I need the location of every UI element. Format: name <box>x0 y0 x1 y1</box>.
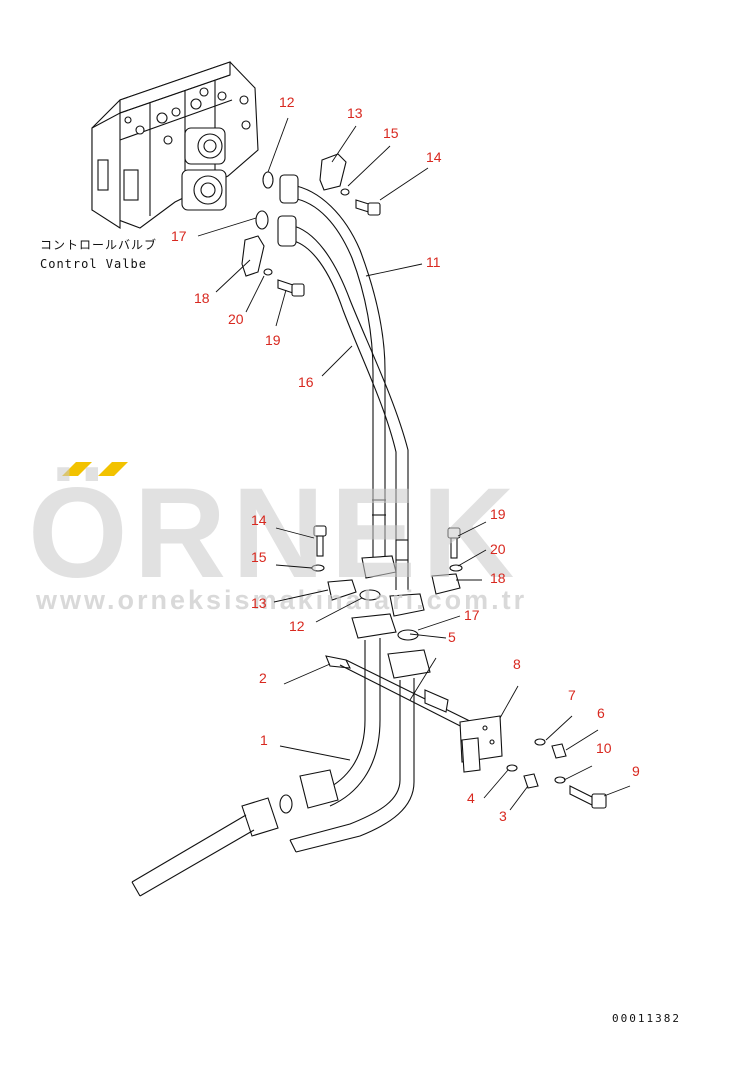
watermark-accent-right <box>98 462 128 476</box>
split-flange-18-lower <box>431 573 461 595</box>
control-valve-label-en: Control Valbe <box>40 257 147 271</box>
bolt-19-top <box>277 279 305 297</box>
leader-lines <box>197 117 631 811</box>
valve-flange-lower <box>181 169 227 211</box>
bolt-14-lower <box>313 525 327 557</box>
washer-4 <box>506 764 518 772</box>
callout-11: 11 <box>426 254 441 270</box>
callout-1: 1 <box>260 732 268 748</box>
callout-20-top: 20 <box>228 311 244 327</box>
split-flange-13-top <box>319 153 347 191</box>
tube-to-pump <box>131 794 293 897</box>
watermark: ÖRNEK www.orneksismakinalari.com.tr <box>28 462 527 615</box>
bolt-14-top <box>355 199 381 216</box>
watermark-url: www.orneksismakinalari.com.tr <box>35 585 527 615</box>
washer-10 <box>554 776 566 784</box>
hose-end-11-bottom <box>361 555 397 579</box>
tube-1 <box>299 613 397 809</box>
callout-15-top: 15 <box>383 125 399 141</box>
callout-17-top: 17 <box>171 228 187 244</box>
drawing-code: 00011382 <box>612 1012 681 1025</box>
callout-13-lower: 13 <box>251 595 267 611</box>
callout-16: 16 <box>298 374 314 390</box>
callout-12-lower: 12 <box>289 618 305 634</box>
callout-19-lower: 19 <box>490 506 506 522</box>
callout-18-top: 18 <box>194 290 210 306</box>
hose-end-16-bottom <box>389 593 425 617</box>
watermark-brand: ÖRNEK <box>28 462 520 605</box>
callout-8: 8 <box>513 656 521 672</box>
hose-11 <box>279 174 386 560</box>
callout-10: 10 <box>596 740 612 756</box>
callout-9: 9 <box>632 763 640 779</box>
clamp-bolt-2 <box>325 655 485 737</box>
washer-20-lower <box>449 564 463 572</box>
split-flange-18-top <box>241 235 265 277</box>
bracket-8 <box>459 715 503 773</box>
clamp-2 <box>424 689 449 713</box>
o-ring-17-top <box>255 210 269 230</box>
callout-6: 6 <box>597 705 605 721</box>
callout-13-top: 13 <box>347 105 363 121</box>
washer-20-top <box>263 268 273 276</box>
callout-15-lower: 15 <box>251 549 267 565</box>
washer-15-top <box>340 188 350 196</box>
callout-18-lower: 18 <box>490 570 506 586</box>
control-valve <box>91 61 259 230</box>
callout-5: 5 <box>448 629 456 645</box>
tube-5-cut-end <box>289 839 297 853</box>
nut-3 <box>523 773 539 789</box>
hose-16 <box>277 215 409 590</box>
callouts: 12 13 15 14 17 11 18 20 19 16 14 19 20 1… <box>171 94 640 824</box>
callout-14-lower: 14 <box>251 512 267 528</box>
callout-2: 2 <box>259 670 267 686</box>
control-valve-label-jp: コントロールバルブ <box>40 237 157 252</box>
callout-17-lower: 17 <box>464 607 480 623</box>
callout-12-top: 12 <box>279 94 295 110</box>
split-flange-13-lower <box>327 579 357 601</box>
callout-7: 7 <box>568 687 576 703</box>
o-ring-12-lower <box>359 589 381 601</box>
o-ring-12-top <box>262 171 274 189</box>
callout-3: 3 <box>499 808 507 824</box>
callout-14-top: 14 <box>426 149 442 165</box>
washer-7 <box>534 738 546 746</box>
callout-19-top: 19 <box>265 332 281 348</box>
callout-4: 4 <box>467 790 475 806</box>
bolt-9 <box>569 785 607 809</box>
tube-5 <box>289 649 431 853</box>
watermark-accent-left <box>62 462 92 476</box>
valve-flange-upper <box>184 127 226 165</box>
bolt-19-lower <box>447 527 461 559</box>
callout-20-lower: 20 <box>490 541 506 557</box>
nut-6 <box>551 743 567 759</box>
